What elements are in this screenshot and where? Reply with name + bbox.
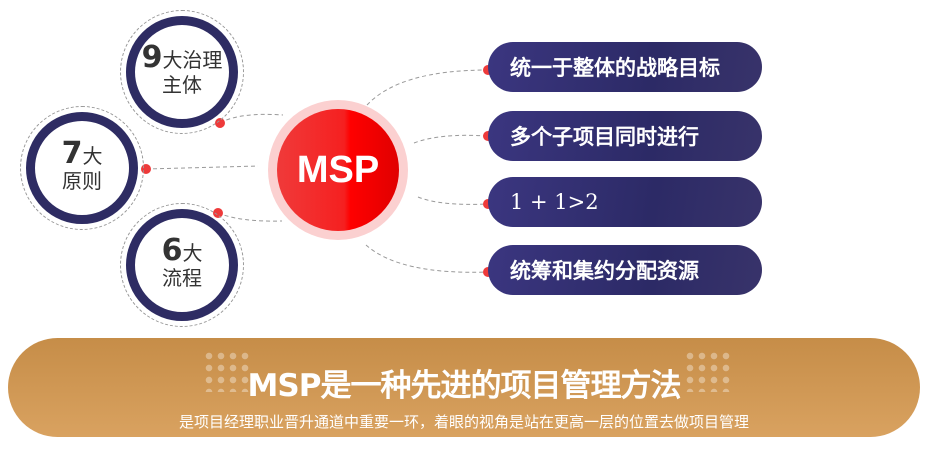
feature-pill: 统一于整体的战略目标 xyxy=(488,42,762,92)
node-line2: 原则 xyxy=(62,169,102,193)
dot-pattern xyxy=(684,350,734,392)
banner-title: MSP是一种先进的项目管理方法 xyxy=(247,368,682,404)
node-line1: 大 xyxy=(82,144,103,168)
node-number: 9 xyxy=(141,40,163,75)
node-line1: 大治理 xyxy=(162,48,223,72)
dot-pattern xyxy=(203,350,253,392)
node-principles: 7大 原则 xyxy=(26,112,138,224)
node-number: 7 xyxy=(61,136,83,171)
node-processes: 6大 流程 xyxy=(126,209,238,321)
summary-banner: MSP是一种先进的项目管理方法 是项目经理职业晋升通道中重要一环，着眼的视角是站… xyxy=(8,338,920,437)
center-node: MSP xyxy=(277,109,399,231)
feature-pill: 多个子项目同时进行 xyxy=(488,111,762,161)
node-line2: 流程 xyxy=(162,266,202,290)
node-number: 6 xyxy=(161,233,183,268)
node-governance: 9大治理 主体 xyxy=(126,16,238,128)
node-line2: 主体 xyxy=(162,73,202,97)
node-line1: 大 xyxy=(182,241,203,265)
node-halo xyxy=(20,106,144,230)
node-halo xyxy=(120,203,244,327)
node-halo xyxy=(120,10,244,134)
banner-subtitle: 是项目经理职业晋升通道中重要一环，着眼的视角是站在更高一层的位置去做项目管理 xyxy=(178,413,749,431)
feature-pill: 1 + 1>2 xyxy=(488,177,762,227)
feature-pill: 统筹和集约分配资源 xyxy=(488,245,762,295)
